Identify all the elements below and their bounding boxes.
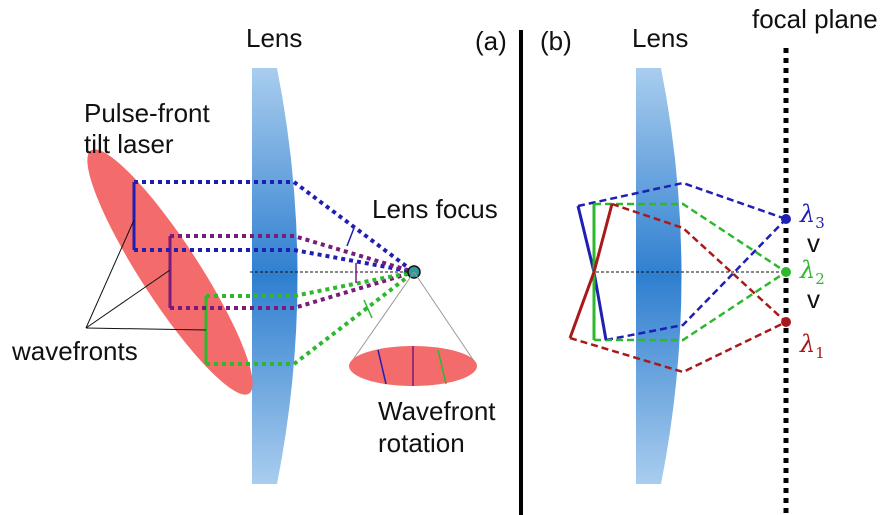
rotated-wavefront-green [437,349,447,385]
wavefronts-label: wavefronts [11,336,138,366]
lambda-3-label: λ3 [799,200,825,232]
focus-dot-lambda1 [781,317,791,327]
lambda-2-label: λ2 [799,256,825,288]
lens-a-label: Lens [246,23,302,53]
small-wavefront-green [363,299,373,319]
zoom-cone-lines [349,271,477,365]
lens-b-label: Lens [632,23,688,53]
inequality-lower: v [807,284,820,314]
laser-label-1: Pulse-front [84,98,210,128]
panel-a-tag: (a) [475,26,507,56]
small-wavefront-blue [346,227,355,247]
panel-b: (b) Lens focal plane λ3 λ2 λ1 v [540,4,878,515]
lens-a [252,68,298,484]
panel-a: (a) Lens Pulse-front tilt laser wavefron… [11,23,507,484]
lens-focus-label: Lens focus [372,194,498,224]
focus-dot-lambda3 [781,214,791,224]
lens-b [636,68,682,484]
inequality-upper: v [807,228,820,258]
focus-dot-lambda2 [781,267,791,277]
laser-label-2: tilt laser [84,129,174,159]
lambda-1-label: λ1 [799,330,825,362]
rotated-wavefront-blue [377,349,387,385]
wavefront-b-red [568,203,614,339]
focal-plane-label: focal plane [752,4,878,34]
wavefront-b-blue [576,205,608,341]
rotation-label-1: Wavefront [378,396,496,426]
incoming-rays [134,180,416,366]
dispersed-rays [569,181,787,374]
wavefront-pointer-lines [85,219,207,331]
rotation-label-2: rotation [378,428,465,458]
panel-b-tag: (b) [540,26,572,56]
